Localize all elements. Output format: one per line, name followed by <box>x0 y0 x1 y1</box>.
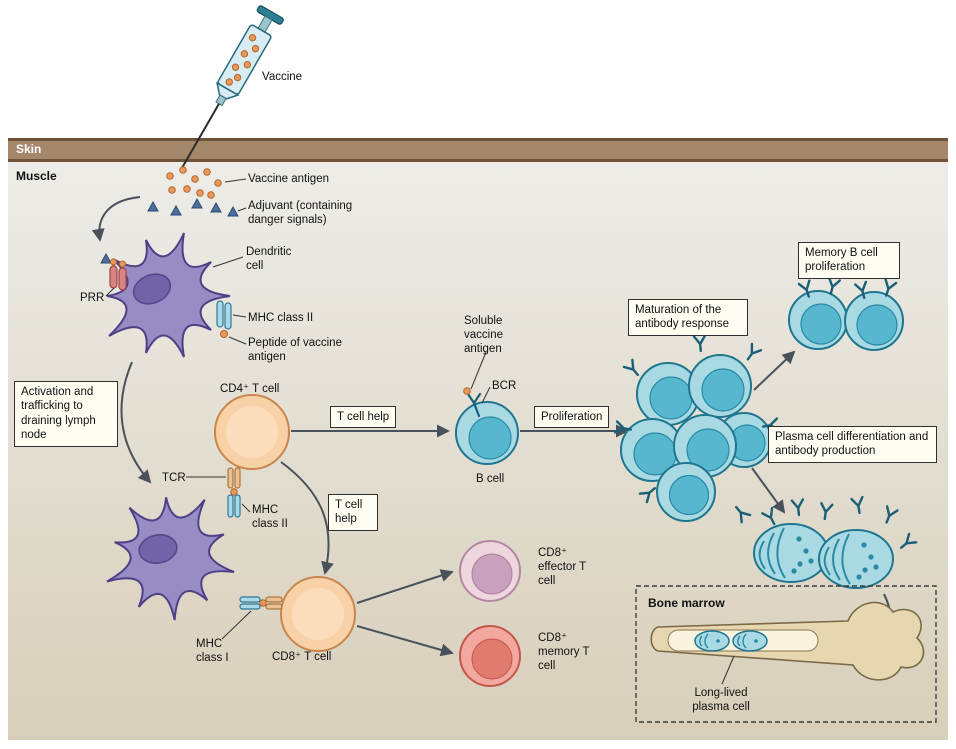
bcr-receptor-icon <box>463 387 482 418</box>
dendritic-cell-2 <box>98 480 251 633</box>
plasma-cell-2 <box>818 529 894 589</box>
peptide-dot <box>220 330 228 338</box>
memory-b-cells <box>788 276 904 351</box>
label-mhc-class-i: MHC class I <box>196 638 229 665</box>
box-plasma: Plasma cell differentiation and antibody… <box>768 426 937 463</box>
box-maturation: Maturation of the antibody response <box>628 299 748 336</box>
arrow-antigen-uptake <box>91 196 141 242</box>
bone-marrow-section <box>635 585 937 723</box>
label-long-lived: Long-lived plasma cell <box>692 687 750 714</box>
long-lived-plasma-cell <box>694 630 730 652</box>
label-vaccine: Vaccine <box>262 71 303 83</box>
skin-band <box>8 138 948 162</box>
skin-band-bottom-border <box>8 159 948 162</box>
cd8-effector-cell <box>459 540 521 602</box>
leader-lines <box>105 178 735 685</box>
dendritic-nucleus <box>138 534 178 564</box>
box-t-cell-help-b: T cell help <box>330 406 397 429</box>
label-soluble-antigen: Soluble vaccine antigen <box>464 315 503 356</box>
label-cd4-t-cell: CD4⁺ T cell <box>220 383 280 395</box>
cd8-memory-cell <box>459 625 521 687</box>
b-cell <box>455 401 519 465</box>
label-cd8-t-cell: CD8⁺ T cell <box>272 651 332 663</box>
label-skin: Skin <box>16 142 42 156</box>
arrow-to-effector <box>356 569 454 604</box>
box-activation-trafficking: Activation and trafficking to draining l… <box>14 381 118 447</box>
arrow-to-memory-t <box>356 625 454 657</box>
cd8-t-cell <box>280 576 356 652</box>
label-cd8-effector: CD8⁺ effector T cell <box>538 547 586 588</box>
label-adjuvant: Adjuvant (containing danger signals) <box>248 200 353 227</box>
b-cell-cluster <box>613 334 781 524</box>
label-cd8-memory: CD8⁺ memory T cell <box>538 632 590 673</box>
syringe-icon <box>180 5 284 171</box>
arrow-t-cell-help-cd8 <box>280 461 334 575</box>
mhc-class-ii-receptor-dc2 <box>227 488 241 518</box>
plasma-cell-1 <box>753 523 829 583</box>
mhc-class-ii-receptor-dc1 <box>216 300 232 338</box>
soluble-antigen-dot <box>463 387 471 395</box>
label-mhc-class-ii-dc1: MHC class II <box>248 312 314 324</box>
adjuvant-triangles <box>100 197 239 264</box>
label-b-cell: B cell <box>476 473 505 485</box>
mhc-class-i-receptor <box>239 596 283 610</box>
skin-band-top-border <box>8 138 948 141</box>
dendritic-cell-1 <box>106 232 231 358</box>
label-bone-marrow: Bone marrow <box>648 596 725 610</box>
bone-marrow-box <box>635 585 937 723</box>
arrow-trafficking <box>120 361 152 484</box>
box-proliferation: Proliferation <box>534 406 610 429</box>
arrow-to-memory-b <box>753 350 796 391</box>
label-muscle: Muscle <box>16 169 57 183</box>
vaccine-antigen-dots <box>166 166 222 199</box>
label-prr: PRR <box>80 292 105 304</box>
label-dendritic-cell: Dendritic cell <box>246 246 292 273</box>
label-bcr: BCR <box>492 380 517 392</box>
box-memory-b: Memory B cell proliferation <box>798 242 900 279</box>
label-tcr: TCR <box>162 472 186 484</box>
label-mhc-class-ii-dc2: MHC class II <box>252 504 288 531</box>
cd4-t-cell <box>214 394 290 470</box>
tcr-receptor-icon <box>227 467 241 489</box>
long-lived-plasma-cell <box>732 630 768 652</box>
box-t-cell-help-cd8: T cell help <box>328 494 378 531</box>
label-peptide: Peptide of vaccine antigen <box>248 337 342 364</box>
needle-icon <box>180 103 220 171</box>
dendritic-nucleus <box>132 273 172 305</box>
arrow-to-plasma <box>751 467 786 514</box>
label-vaccine-antigen: Vaccine antigen <box>248 173 329 185</box>
